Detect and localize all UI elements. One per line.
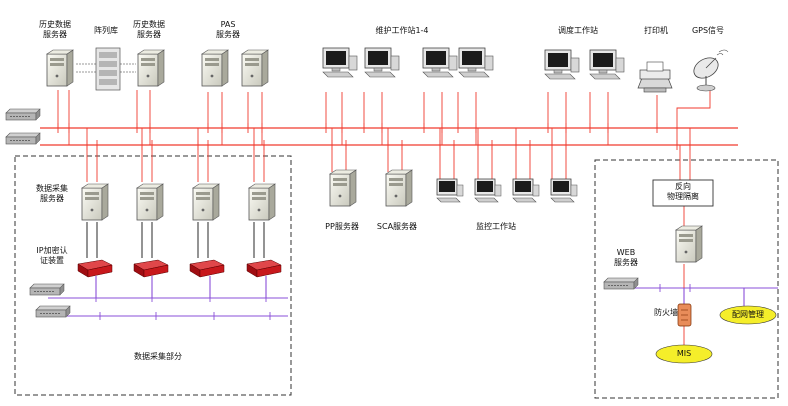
sca-server-label: SCA服务器: [376, 222, 418, 231]
monitor-ws-label: 监控工作站: [476, 222, 516, 231]
history-server-2-icon: [137, 49, 165, 87]
reverse-isolation-box: [652, 179, 714, 207]
dispatch-ws-label: 调度工作站: [558, 26, 598, 35]
switch-top-2-icon: [5, 132, 41, 145]
red-main-bus: [40, 127, 738, 146]
config-mgmt-label: 配网管理: [732, 310, 764, 319]
purple-bus-ticks: [95, 284, 691, 320]
ip-encrypt-device-3-icon: [189, 259, 225, 278]
gps-label: GPS信号: [691, 26, 725, 35]
ip-encrypt-device-2-icon: [133, 259, 169, 278]
monitor-ws-4-icon: [550, 178, 578, 203]
mis-label: MIS: [676, 349, 692, 358]
encryptor-links: [86, 222, 265, 258]
data-acquisition-region: [14, 155, 292, 396]
data-acq-server-4-icon: [248, 183, 276, 221]
history-server-1-label: 历史数据 服务器: [39, 20, 71, 39]
web-server-label: WEB 服务器: [614, 248, 638, 267]
pas-server-label: PAS 服务器: [216, 20, 240, 39]
bus-connector-ticks: [57, 123, 691, 150]
monitor-ws-1-icon: [436, 178, 464, 203]
pas-server-2-icon: [241, 49, 269, 87]
data-acq-server-3-icon: [192, 183, 220, 221]
gps-dish-icon: [693, 49, 729, 92]
switch-field-1-icon: [29, 283, 65, 296]
web-isolation-region: [594, 159, 779, 399]
history-server-2-label: 历史数据 服务器: [133, 20, 165, 39]
pp-server-icon: [329, 169, 357, 207]
dispatch-ws-1-icon: [544, 49, 580, 80]
config-mgmt-ellipse: [719, 305, 777, 325]
sca-server-icon: [385, 169, 413, 207]
firewall-icon: [677, 303, 692, 327]
dispatch-ws-2-icon: [589, 49, 625, 80]
data-acq-server-1-icon: [81, 183, 109, 221]
data-acq-server-label: 数据采集 服务器: [36, 184, 68, 203]
firewall-label: 防火墙: [654, 308, 678, 317]
lower-device-links: [86, 128, 691, 182]
maintenance-ws-3-icon: [422, 47, 458, 78]
data-acq-section-label: 数据采集部分: [134, 352, 182, 361]
maintenance-ws-4-icon: [458, 47, 494, 78]
pas-server-1-icon: [201, 49, 229, 87]
data-acq-server-2-icon: [136, 183, 164, 221]
ip-encrypt-device-1-icon: [77, 259, 113, 278]
ip-encrypt-device-4-icon: [246, 259, 282, 278]
web-server-icon: [675, 225, 703, 263]
switch-top-1-icon: [5, 108, 41, 121]
disk-array-icon: [76, 47, 136, 91]
maintenance-ws-2-icon: [364, 47, 400, 78]
switch-field-2-icon: [35, 305, 71, 318]
mis-ellipse: [655, 344, 713, 364]
monitor-ws-2-icon: [474, 178, 502, 203]
reverse-isolation-label: 反向 物理隔离: [667, 182, 699, 201]
top-device-links: [57, 90, 711, 145]
monitor-ws-3-icon: [512, 178, 540, 203]
web-switch-icon: [603, 277, 639, 290]
history-server-1-icon: [46, 49, 74, 87]
printer-icon: [637, 61, 673, 93]
maintenance-ws-label: 维护工作站1-4: [375, 26, 429, 35]
disk-array-label: 阵列库: [94, 26, 118, 35]
pp-server-label: PP服务器: [325, 222, 359, 231]
ip-encrypt-label: IP加密认 证装置: [36, 246, 68, 265]
printer-label: 打印机: [644, 26, 668, 35]
maintenance-ws-1-icon: [322, 47, 358, 78]
